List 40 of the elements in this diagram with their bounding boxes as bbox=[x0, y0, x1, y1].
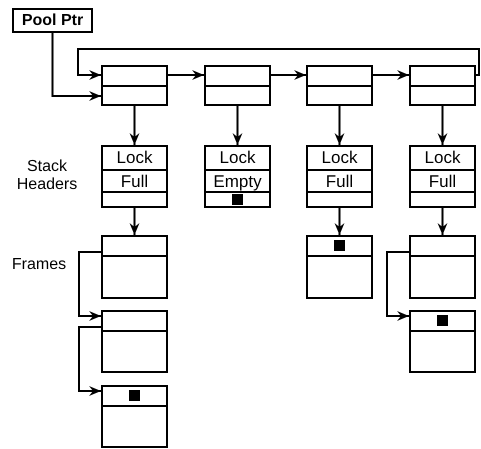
status-field: Full bbox=[411, 169, 474, 191]
frame-box bbox=[409, 235, 476, 299]
status-field: Empty bbox=[206, 169, 269, 191]
frame-box bbox=[306, 235, 373, 299]
frame-box bbox=[409, 310, 476, 373]
lock-field: Lock bbox=[103, 147, 166, 169]
lock-field: Lock bbox=[411, 147, 474, 169]
arrow bbox=[52, 33, 101, 101]
arrow bbox=[334, 106, 344, 145]
arrow bbox=[130, 106, 140, 145]
frame-box bbox=[101, 310, 168, 373]
status-field: Full bbox=[103, 169, 166, 191]
arrow bbox=[77, 48, 480, 80]
lock-field: Lock bbox=[308, 147, 371, 169]
status-field: Full bbox=[308, 169, 371, 191]
stack-header-box bbox=[306, 145, 373, 208]
row-label: Frames bbox=[10, 256, 68, 274]
arrow bbox=[78, 251, 101, 321]
stack-header-box bbox=[409, 145, 476, 208]
pointer-box: Pool Ptr bbox=[12, 8, 93, 33]
stack-header-box bbox=[101, 145, 168, 208]
arrow bbox=[438, 208, 448, 235]
pool-entry-box bbox=[204, 65, 271, 106]
pool-entry-box bbox=[101, 65, 168, 106]
arrow bbox=[271, 70, 306, 80]
pool-entry-box bbox=[409, 65, 476, 106]
frame-box bbox=[101, 235, 168, 299]
lock-field: Lock bbox=[206, 147, 269, 169]
arrow bbox=[438, 106, 448, 145]
arrow bbox=[232, 106, 242, 145]
stack-header-box bbox=[204, 145, 271, 208]
arrow bbox=[334, 208, 344, 235]
frame-box bbox=[101, 385, 168, 448]
row-label: Stack Headers bbox=[16, 158, 78, 194]
arrow bbox=[168, 70, 204, 80]
pool-entry-box bbox=[306, 65, 373, 106]
arrow bbox=[386, 251, 409, 321]
arrow bbox=[373, 70, 409, 80]
arrow bbox=[130, 208, 140, 235]
arrow bbox=[78, 326, 101, 396]
